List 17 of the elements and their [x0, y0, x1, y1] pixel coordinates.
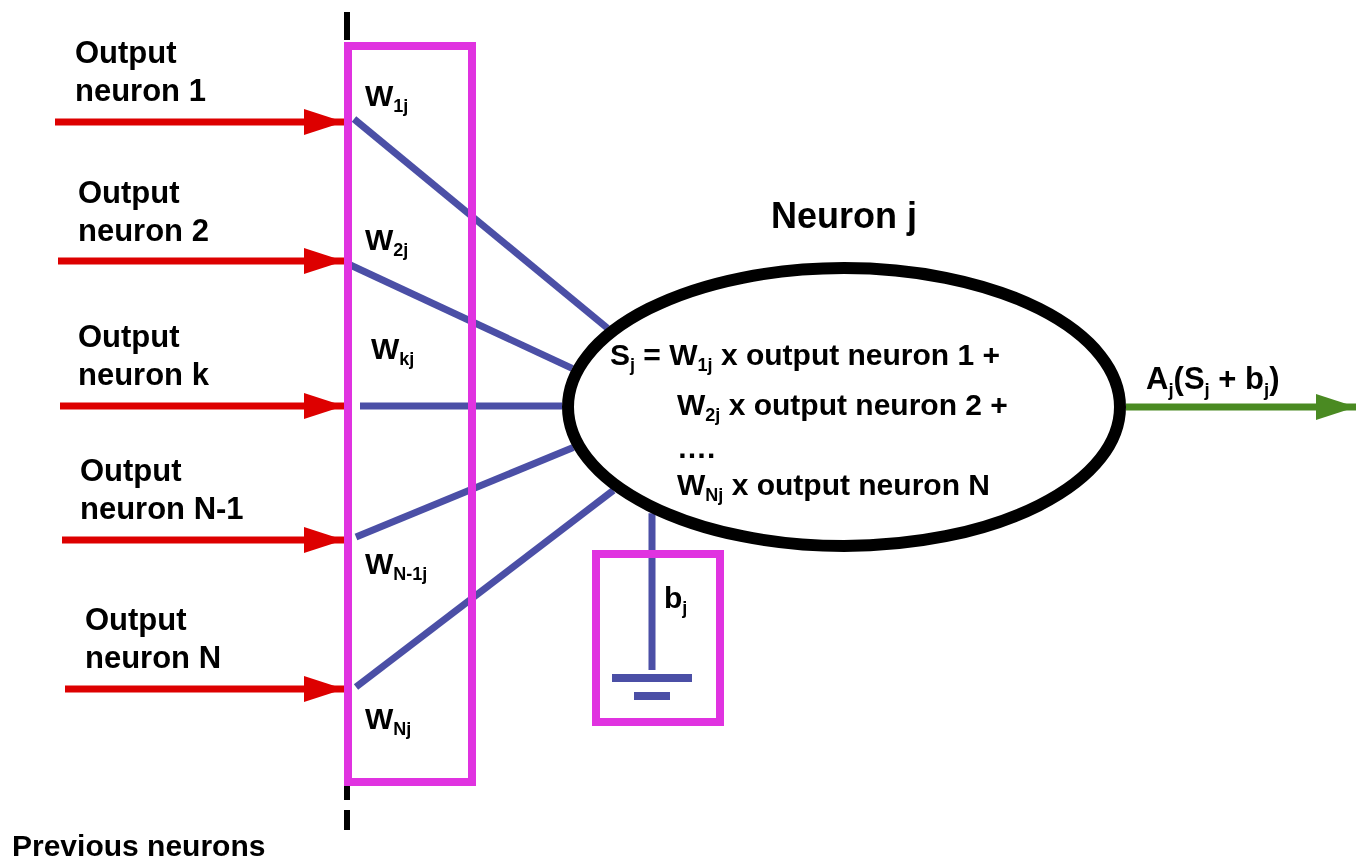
equation-line: W$_{2j}$ x output neuron 2 +	[677, 387, 1008, 423]
weight-label: W$_{N-1j}$	[365, 546, 428, 582]
connection-line	[351, 116, 610, 331]
equation-line: ….	[677, 430, 716, 466]
weight-label: W$_{Nj}$	[365, 701, 412, 737]
weight-label: W$_{1j}$	[365, 78, 409, 114]
bias-label: b$_{j}$	[664, 580, 688, 616]
weight-label: W$_{2j}$	[365, 222, 409, 258]
node-title: Neuron j	[770, 194, 918, 238]
connection-line	[354, 444, 575, 541]
weight-label: W$_{kj}$	[371, 331, 415, 367]
connection-line	[353, 487, 616, 690]
weights-box	[344, 42, 476, 786]
equation-line: S$_{j}$ = W$_{1j}$ x output neuron 1 +	[610, 337, 1001, 373]
bias-box	[592, 550, 724, 726]
equation-line: W$_{Nj}$ x output neuron N	[677, 467, 990, 503]
boundary-label: Previous neurons	[12, 828, 266, 864]
